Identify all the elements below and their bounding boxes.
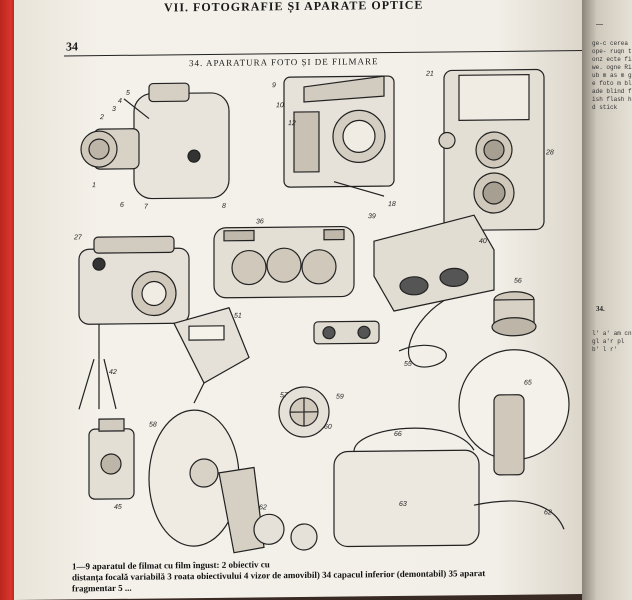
- filter-rings-drawing: [253, 513, 318, 551]
- header-rule: [64, 50, 584, 57]
- page-number: 34: [66, 39, 78, 54]
- adjacent-section-number: 34.: [596, 305, 605, 313]
- figure-label: 7: [144, 204, 149, 211]
- cine-camera-drawing: [80, 82, 230, 200]
- folding-camera-drawing: [283, 75, 395, 197]
- figure-labels: 1 9 21 27 42 45 58 63 2 3 4 5 6 7 8 10 1…: [73, 71, 554, 517]
- figure-label: 62: [544, 509, 552, 516]
- figure-label: 9: [272, 82, 276, 89]
- chapter-header: VII. FOTOGRAFIE ȘI APARATE OPTICE: [164, 0, 424, 15]
- adjacent-page-mark: —: [596, 20, 603, 28]
- viewfinder-accessory-drawing: [373, 214, 495, 312]
- figure-label: 42: [109, 369, 117, 376]
- flash-reflector-drawing: [148, 409, 265, 554]
- figure-label: 2: [99, 114, 104, 121]
- figure-label: 63: [399, 501, 407, 508]
- light-meter-drawing: [173, 307, 250, 404]
- figure-label: 4: [118, 98, 122, 105]
- figure-label: 36: [256, 218, 264, 225]
- figure-caption: 1—9 aparatul de filmat cu film îngust: 2…: [72, 556, 592, 594]
- figure-label: 21: [425, 71, 434, 78]
- book-spine-edge: [0, 0, 18, 600]
- figure-label: 10: [276, 102, 284, 109]
- figure-label: 3: [112, 106, 116, 113]
- figure-label: 57: [280, 392, 289, 399]
- shutter-dial-drawing: [278, 386, 330, 438]
- figure-label: 12: [288, 120, 296, 127]
- figure-label: 66: [394, 431, 402, 438]
- rangefinder-camera-drawing: [78, 235, 190, 410]
- figure-label: 1: [92, 182, 96, 189]
- figure-label: 40: [479, 238, 487, 245]
- adjacent-page: — ge-c cerea ope- ruqn tonz ecte fiwe. o…: [582, 0, 632, 600]
- adjacent-page-lower-text: l' a' am cn gl a'r pl b' l r': [592, 330, 632, 353]
- twin-lens-camera-drawing: [438, 68, 545, 232]
- camera-illustration-plate: 1 9 21 27 42 45 58 63 2 3 4 5 6 7 8 10 1…: [73, 68, 570, 554]
- adjacent-page-text: ge-c cerea ope- ruqn tonz ecte fiwe. ogn…: [592, 40, 632, 111]
- figure-label: 65: [524, 380, 532, 387]
- figure-label: 5: [126, 90, 130, 97]
- figure-label: 45: [114, 504, 122, 511]
- figure-label: 56: [514, 278, 522, 285]
- cable-release-drawing: [398, 299, 447, 368]
- lens-hood-drawing: [491, 291, 537, 337]
- figure-label: 27: [73, 234, 83, 241]
- figure-label: 55: [404, 361, 412, 368]
- book-page: VII. FOTOGRAFIE ȘI APARATE OPTICE 34 34.…: [14, 0, 584, 600]
- figure-label: 39: [368, 213, 376, 220]
- stereo-camera-drawing: [213, 225, 355, 299]
- figure-label: 51: [234, 313, 242, 320]
- figure-label: 59: [336, 394, 344, 401]
- film-cartridge-camera-drawing: [88, 418, 135, 500]
- figure-label: 8: [222, 203, 226, 210]
- figure-label: 18: [388, 201, 396, 208]
- figure-label: 62: [259, 504, 267, 511]
- rangefinder-attachment-drawing: [313, 320, 380, 345]
- flash-bag-drawing: [333, 349, 570, 548]
- figure-label: 58: [149, 422, 157, 429]
- figure-label: 28: [545, 149, 554, 156]
- figure-label: 60: [324, 424, 332, 431]
- figure-label: 6: [120, 202, 124, 209]
